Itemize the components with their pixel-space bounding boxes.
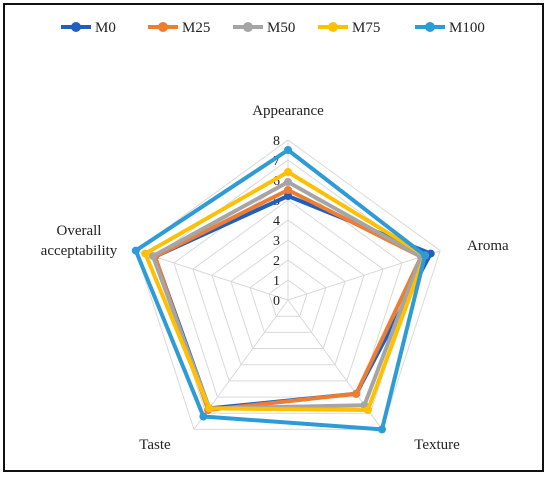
legend-item: M75 <box>318 20 380 36</box>
tick-label: 7 <box>273 154 280 169</box>
legend-marker <box>158 22 168 32</box>
axis-label: Texture <box>414 437 460 453</box>
data-point <box>284 168 292 176</box>
tick-label: 6 <box>273 174 280 189</box>
legend-item: M50 <box>233 20 295 36</box>
legend: M0 M25 M50 M75 M100 <box>61 20 485 36</box>
data-point <box>378 425 386 434</box>
grid-ring <box>211 219 365 366</box>
axis-spoke <box>287 250 441 301</box>
legend-marker <box>243 22 253 32</box>
legend-label: M100 <box>449 20 485 36</box>
tick-label: 2 <box>273 254 280 269</box>
grid-ring <box>268 279 308 317</box>
grid-ring <box>192 199 384 382</box>
grid-ring <box>249 259 327 333</box>
series-m100 <box>131 146 429 434</box>
tick-label: 3 <box>273 234 280 249</box>
axis-label: Appearance <box>252 103 324 119</box>
data-point <box>284 178 292 186</box>
data-point <box>352 389 361 398</box>
legend-label: M75 <box>352 20 380 36</box>
legend-item: M0 <box>61 20 116 36</box>
data-point <box>284 146 292 154</box>
axis-label: Aroma <box>467 238 509 254</box>
data-point <box>284 186 292 194</box>
series-lines <box>131 146 435 434</box>
tick-label: 0 <box>273 294 280 309</box>
grid-ring <box>230 239 346 349</box>
legend-label: M0 <box>95 20 116 36</box>
tick-label: 1 <box>273 274 280 289</box>
tick-label: 4 <box>273 214 280 229</box>
axis-spoke <box>135 250 289 301</box>
legend-label: M50 <box>267 20 295 36</box>
data-point <box>284 192 292 200</box>
grid-ring <box>173 179 403 398</box>
axis-label: Taste <box>139 437 171 453</box>
series-m75 <box>141 168 429 414</box>
legend-item: M100 <box>415 20 485 36</box>
series-line <box>133 148 427 432</box>
legend-marker <box>71 22 81 32</box>
data-point <box>205 404 214 413</box>
legend-label: M25 <box>182 20 210 36</box>
legend-item: M25 <box>148 20 210 36</box>
data-point <box>421 251 429 260</box>
data-point <box>131 246 140 255</box>
series-line <box>150 180 424 411</box>
tick-label: 8 <box>273 134 280 149</box>
radar-spokes <box>135 140 441 430</box>
legend-marker <box>425 22 435 32</box>
series-line <box>143 170 427 412</box>
data-point <box>141 249 150 258</box>
data-point <box>363 406 372 414</box>
data-point <box>148 252 157 261</box>
legend-marker <box>328 22 338 32</box>
data-point <box>199 412 208 421</box>
